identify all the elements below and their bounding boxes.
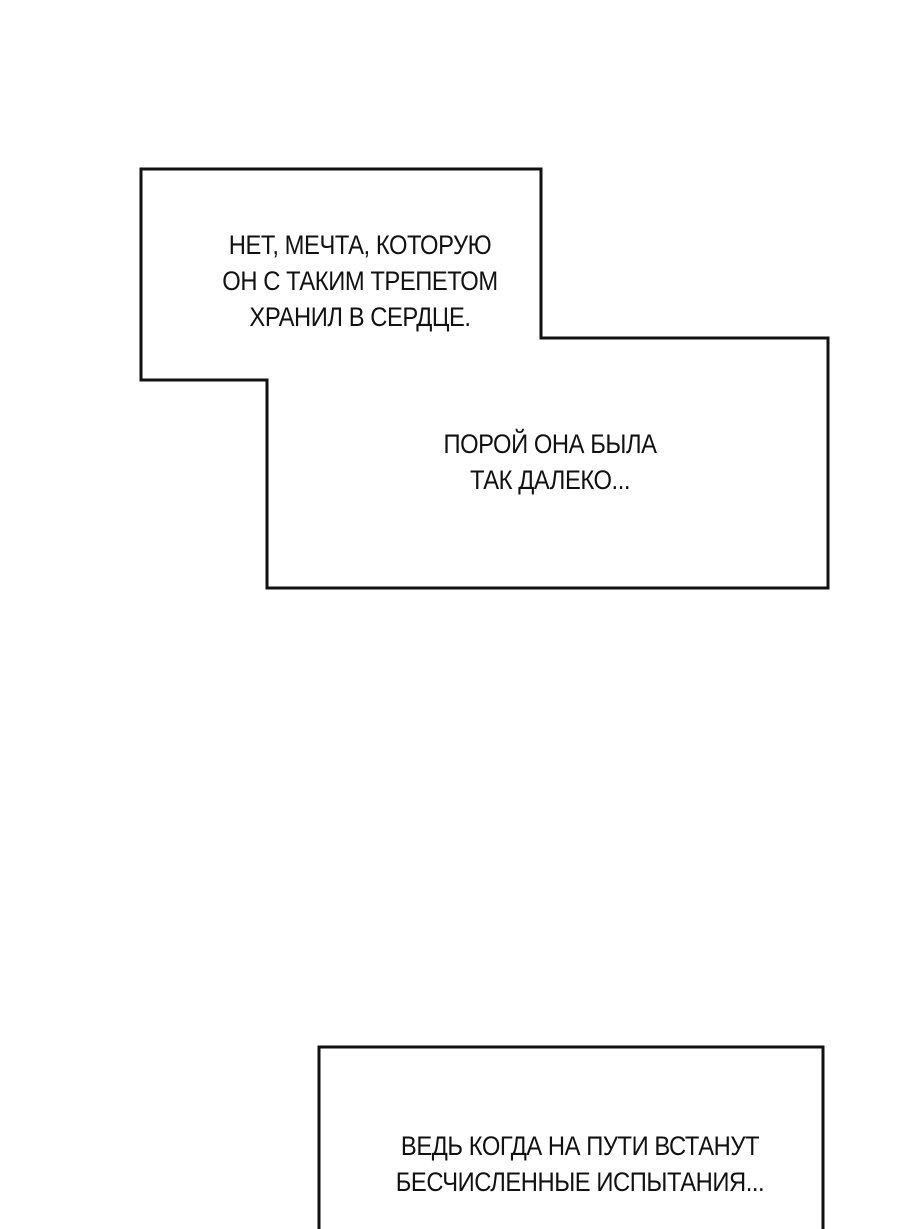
caption-line: ПОРОЙ ОНА БЫЛА xyxy=(443,429,657,459)
caption-text-dream: НЕТ, МЕЧТА, КОТОРУЮ ОН С ТАКИМ ТРЕПЕТОМ … xyxy=(202,227,519,335)
caption-text-trials: ВЕДЬ КОГДА НА ПУТИ ВСТАНУТ БЕСЧИСЛЕННЫЕ … xyxy=(360,1128,800,1200)
caption-box-bottom xyxy=(317,1045,825,1229)
caption-line: БЕСЧИСЛЕННЫЕ ИСПЫТАНИЯ... xyxy=(395,1167,765,1197)
caption-text-far: ПОРОЙ ОНА БЫЛА ТАК ДАЛЕКО... xyxy=(392,426,709,498)
caption-line: НЕТ, МЕЧТА, КОТОРУЮ xyxy=(228,230,492,260)
caption-line: ТАК ДАЛЕКО... xyxy=(469,465,631,495)
caption-line: ОН С ТАКИМ ТРЕПЕТОМ xyxy=(222,266,498,296)
caption-line: ВЕДЬ КОГДА НА ПУТИ ВСТАНУТ xyxy=(400,1131,760,1161)
caption-line: ХРАНИЛ В СЕРДЦЕ. xyxy=(249,302,471,332)
caption-box-top xyxy=(139,167,830,590)
